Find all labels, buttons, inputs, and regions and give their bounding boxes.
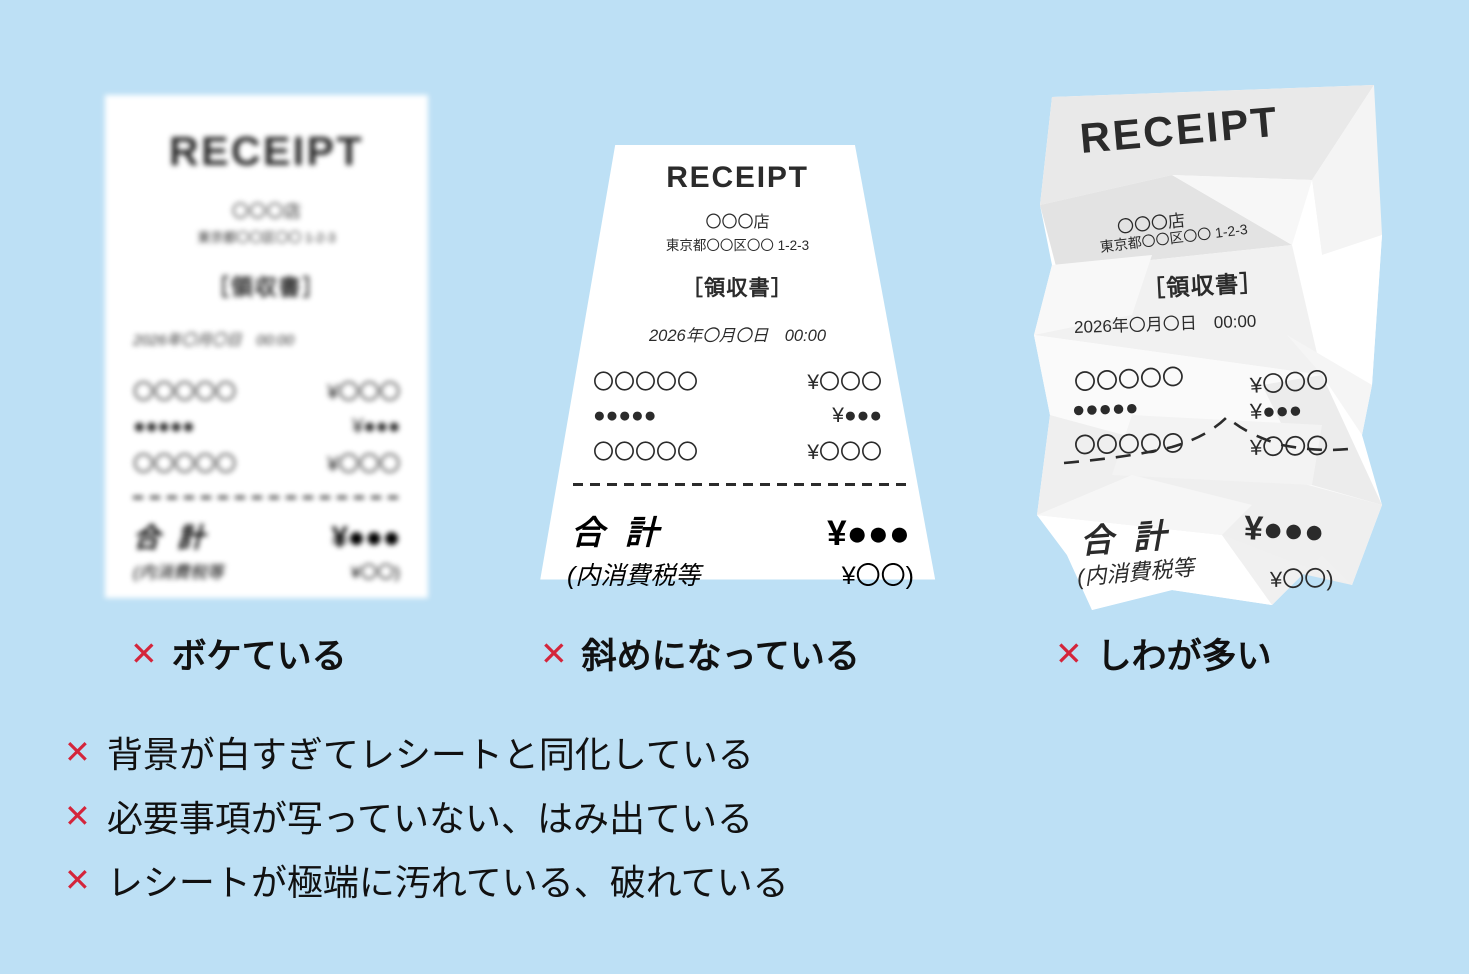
item-name: 〇〇〇〇〇 [1073,431,1185,458]
item-name: 〇〇〇〇〇 [593,371,698,394]
caption-label: ボケている [171,637,347,676]
receipt-item-row: 〇〇〇〇〇 ¥〇〇〇 [593,366,882,396]
total-label: 合 計 [133,523,210,553]
receipt-wrinkled-body: RECEIPT 〇〇〇店 東京都〇〇区〇〇 1-2-3 ［領収書］ 2026年〇… [1022,85,1387,615]
receipt-item-row: 〇〇〇〇〇 ¥〇〇〇 [133,376,400,406]
item-name: 〇〇〇〇〇 [133,381,236,404]
x-mark-icon: ✕ [64,798,91,834]
receipt-shop-name: 〇〇〇店 [705,214,770,231]
total-label: 合 計 [571,514,664,551]
receipt-shop-name: 〇〇〇店 [231,202,302,221]
list-item-label: 背景が白すぎてレシートと同化している [106,734,754,775]
total-amount: ¥●●● [1243,509,1326,552]
receipt-item-row: 〇〇〇〇〇 ¥〇〇〇 [133,448,400,478]
tax-label: (内消費税等 [133,563,224,582]
list-item: ✕ 必要事項が写っていない、はみ出ている [64,790,789,842]
receipt-blurry: RECEIPT 〇〇〇店 東京都〇〇区〇〇 1-2-3 ［領収書］ 2026年〇… [105,95,428,598]
receipt-title: RECEIPT [1077,97,1281,162]
receipt-datetime: 2026年〇月〇日 00:00 [133,332,294,349]
caption-wrinkled: ✕ しわが多い [1055,628,1272,679]
tax-amount: ¥〇〇) [1269,565,1334,592]
receipt-skewed-body: RECEIPT 〇〇〇店 東京都〇〇区〇〇 1-2-3 ［領収書］ 2026年〇… [535,145,940,591]
receipt-item-row: ●●●●● ¥●●● [593,404,882,428]
receipt-datetime: 2026年〇月〇日 00:00 [649,327,826,345]
list-item-label: 必要事項が写っていない、はみ出ている [106,798,754,839]
item-name: ●●●●● [133,415,195,438]
receipt-title: RECEIPT [169,128,364,174]
receipt-wrinkled-paper [1034,85,1382,610]
receipt-item-row: ●●●●● ¥●●● [133,415,400,439]
item-price: ¥〇〇〇 [1249,433,1329,460]
receipt-total-row: 合 計 ¥●●● [571,506,910,554]
receipt-item-row: 〇〇〇〇〇 ¥〇〇〇 [593,436,882,466]
receipt-total-row: 合 計 ¥●●● [133,516,401,555]
receipt-document-type: ［領収書］ [1141,269,1265,302]
receipt-document-type: ［領収書］ [681,277,794,300]
item-price: ¥●●● [832,404,882,427]
list-item: ✕ レシートが極端に汚れている、破れている [64,854,789,906]
item-name: 〇〇〇〇〇 [593,441,698,464]
total-amount: ¥●●● [331,521,400,554]
item-name: 〇〇〇〇〇 [133,453,236,476]
x-mark-icon: ✕ [64,734,91,770]
receipt-item-list: 〇〇〇〇〇 ¥〇〇〇 ●●●●● ¥●●● 〇〇〇〇〇 ¥〇〇〇 [587,366,888,466]
caption-skewed: ✕ 斜めになっている [540,628,860,679]
item-name: ●●●●● [593,404,657,427]
item-price: ¥〇〇〇 [807,371,882,394]
receipt-item-list: 〇〇〇〇〇 ¥〇〇〇 ●●●●● ¥●●● 〇〇〇〇〇 ¥〇〇〇 [133,376,400,478]
x-mark-icon: ✕ [540,635,568,672]
receipt-address: 東京都〇〇区〇〇 1-2-3 [197,230,336,245]
receipt-tax-row: (内消費税等 ¥〇〇) [133,558,400,583]
total-amount: ¥●●● [827,514,910,553]
caption-blurry: ✕ ボケている [130,628,347,679]
list-item: ✕ 背景が白すぎてレシートと同化している [64,726,789,778]
tax-amount: ¥〇〇) [841,562,914,590]
caption-label: 斜めになっている [581,637,860,676]
x-mark-icon: ✕ [1055,635,1083,672]
receipt-address: 東京都〇〇区〇〇 1-2-3 [665,238,810,253]
list-item-label: レシートが極端に汚れている、破れている [106,862,789,903]
caption-label: しわが多い [1096,637,1272,676]
item-price: ¥〇〇〇 [327,381,400,404]
receipt-dashed-divider [573,483,906,486]
item-name: ●●●●● [1071,394,1139,422]
receipt-dashed-divider [133,496,400,499]
receipt-tax-row: (内消費税等 ¥〇〇) [567,556,914,592]
receipt-skewed: RECEIPT 〇〇〇店 東京都〇〇区〇〇 1-2-3 ［領収書］ 2026年〇… [535,145,940,591]
tax-label: (内消費税等 [567,562,701,590]
receipt-blurry-body: RECEIPT 〇〇〇店 東京都〇〇区〇〇 1-2-3 ［領収書］ 2026年〇… [105,95,428,598]
x-mark-icon: ✕ [130,635,158,672]
receipt-document-type: ［領収書］ [207,275,326,300]
receipt-datetime: 2026年〇月〇日 00:00 [1073,311,1257,337]
item-price: ¥〇〇〇 [1249,367,1330,398]
tax-amount: ¥〇〇) [350,563,400,582]
receipt-title: RECEIPT [666,161,809,194]
item-price: ¥●●● [351,415,400,438]
receipt-wrinkled: RECEIPT 〇〇〇店 東京都〇〇区〇〇 1-2-3 ［領収書］ 2026年〇… [1022,85,1387,615]
x-mark-icon: ✕ [64,862,91,898]
item-price: ¥〇〇〇 [807,441,882,464]
warning-list: ✕ 背景が白すぎてレシートと同化している ✕ 必要事項が写っていない、はみ出てい… [64,726,789,906]
item-name: 〇〇〇〇〇 [1073,364,1185,395]
item-price: ¥〇〇〇 [327,453,400,476]
item-price: ¥●●● [1249,397,1303,424]
